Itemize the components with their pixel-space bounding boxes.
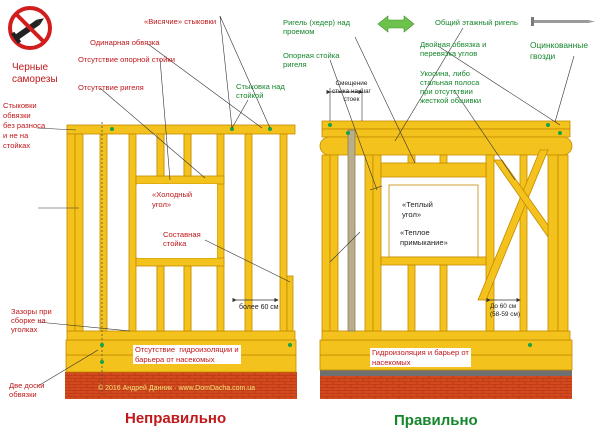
- label-no-header: Отсутствие ригеля: [78, 83, 144, 92]
- label-galvanized-nails: Оцинкованные гвозди: [530, 40, 588, 61]
- wrong-cripple: [183, 265, 192, 332]
- label-hanging-joints: «Висячие» стыковки: [144, 17, 217, 26]
- wrong-leaders: [36, 15, 291, 387]
- label-brace: Укосина, либо стальная полоса при отсутс…: [420, 69, 482, 105]
- label-joints-without-offset: Стыковки обвязки без разноса и не на сто…: [3, 101, 46, 150]
- wrong-built-up-stud: [286, 275, 294, 332]
- label-two-boards-plate: Две доски обвязки: [9, 381, 45, 399]
- right-brace: [493, 159, 549, 239]
- right-studs: [321, 154, 569, 332]
- wrong-joint-dot: [100, 360, 104, 364]
- wrong-joint-dot: [268, 127, 272, 131]
- right-wall: [319, 15, 575, 399]
- label-built-up-stud: Составная стойка: [163, 230, 201, 248]
- label-common-floor-header: Общий этажный ригель: [435, 18, 518, 27]
- label-warm-junction: «Теплое примыкание»: [400, 228, 448, 247]
- right-joint-dot: [328, 123, 332, 127]
- wrong-window-sill: [135, 257, 225, 267]
- label-single-plate: Одинарная обвязка: [90, 38, 160, 47]
- right-stud: [364, 154, 374, 332]
- wrong-stud: [74, 133, 84, 332]
- right-joint-dot: [528, 343, 532, 347]
- wrong-stud: [99, 133, 108, 332]
- wrong-window-opening: [137, 184, 217, 258]
- label-no-jack-stud: Отсутствие опорной стойки: [78, 55, 175, 64]
- label-black-screws: Черные саморезы: [12, 62, 58, 85]
- right-foundation: [320, 376, 572, 399]
- right-cripple: [407, 264, 416, 332]
- galvanized-nail-icon: [531, 17, 595, 26]
- wrong-wall: [36, 15, 297, 399]
- label-offset-joint: Смещение стыка на шаг стоек: [332, 80, 371, 103]
- label-jack-stud: Опорная стойка ригеля: [283, 51, 340, 69]
- verdict-right: Правильно: [394, 412, 478, 429]
- verdict-wrong: Неправильно: [125, 410, 227, 427]
- wrong-cripple: [183, 133, 192, 177]
- label-no-waterproofing: Отсутствие гидроизоляции и барьера от на…: [133, 345, 241, 364]
- right-joint-dot: [346, 131, 350, 135]
- right-joint-dot: [546, 123, 550, 127]
- wrong-stud: [244, 133, 253, 332]
- wrong-stud: [279, 133, 288, 332]
- right-cripple: [439, 264, 448, 332]
- right-stud: [557, 154, 569, 332]
- right-stud: [321, 154, 331, 332]
- right-leaders: [329, 27, 575, 263]
- right-stud: [485, 154, 495, 332]
- right-stud: [519, 154, 528, 332]
- wrong-joint-dot: [288, 343, 292, 347]
- label-joint-over-stud: Стыковка над стойкой: [236, 82, 285, 100]
- wrong-top-plate: [66, 124, 296, 135]
- label-right-spacing: До 60 см (58-59 см): [490, 303, 520, 318]
- wrong-joint-dot: [230, 127, 234, 131]
- wrong-window-head: [135, 175, 225, 185]
- label-wrong-spacing: более 60 см: [239, 304, 279, 311]
- green-double-arrow-icon: [377, 15, 415, 33]
- label-double-plate: Двойная обвязка и перевязка углов: [420, 40, 487, 58]
- wrong-cripples: [156, 133, 192, 332]
- right-top-plate-upper: [321, 120, 571, 130]
- right-opening-header: [380, 162, 487, 178]
- right-cripple: [439, 154, 448, 164]
- prohibited-black-screw-icon: [8, 6, 52, 50]
- label-gaps-at-corners: Зазоры при сборке на уголках: [11, 307, 52, 334]
- wrong-joint-dot: [100, 343, 104, 347]
- wrong-cripple: [156, 265, 165, 332]
- right-top-plate-lower: [321, 128, 571, 138]
- label-warm-corner: «Теплый угол»: [402, 200, 433, 219]
- right-stud: [547, 154, 559, 332]
- wrong-stud: [128, 133, 137, 332]
- wrong-stud: [66, 133, 76, 332]
- right-cripples: [407, 154, 448, 332]
- right-stud: [329, 154, 339, 332]
- right-offset-stud: [347, 129, 356, 332]
- label-header-over-opening: Ригель (хедер) над проемом: [283, 18, 351, 36]
- right-bottom-plate: [321, 330, 571, 341]
- right-joint-dot: [558, 131, 562, 135]
- wrong-brick-foundation: [65, 372, 297, 399]
- copyright-watermark: © 2016 Андрей Данник · www.DomDacha.com.…: [98, 385, 256, 392]
- wrong-bottom-plate: [66, 330, 296, 341]
- wrong-stud: [216, 133, 225, 332]
- right-brace: [477, 149, 549, 301]
- right-window-sill: [380, 256, 487, 266]
- label-cold-corner: «Холодный угол»: [152, 190, 193, 209]
- right-stud: [372, 154, 382, 332]
- right-membrane: [320, 370, 572, 376]
- right-floor-header: [319, 136, 573, 156]
- wrong-joint-dot: [110, 127, 114, 131]
- label-waterproofing: Гидроизоляция и барьер от насекомых: [370, 348, 471, 367]
- wrong-cripple: [156, 133, 165, 177]
